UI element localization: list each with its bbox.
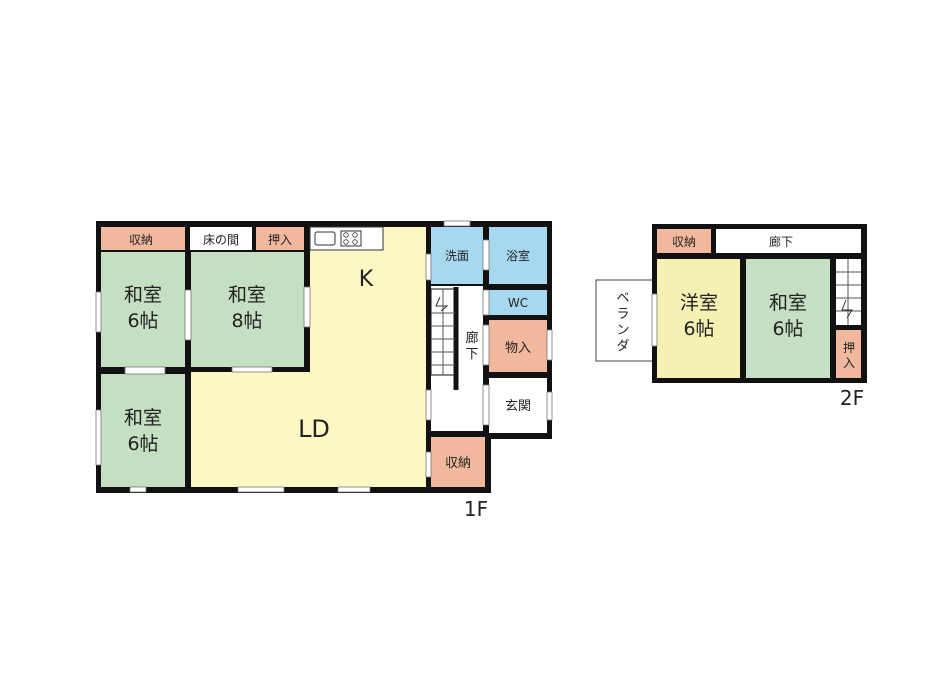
label-living-dining: LD (298, 415, 330, 443)
room-hallway-2f (716, 229, 861, 253)
room-storage-bottom (431, 437, 485, 487)
label-washitsu-2f-name: 和室 (769, 292, 807, 314)
label-storage-top-left: 収納 (129, 233, 153, 247)
room-kitchen (310, 227, 426, 372)
label-kitchen: K (359, 267, 374, 292)
label-storage-2f: 収納 (672, 235, 696, 249)
label-washitsu-tl-size: 6帖 (127, 310, 158, 332)
label-washitsu-tc-name: 和室 (228, 284, 266, 306)
label-veranda-1: ベ (616, 291, 629, 306)
label-senmen: 洗面 (445, 249, 469, 263)
room-tokonoma (190, 227, 252, 250)
room-wc (489, 290, 547, 315)
label-genkan: 玄関 (505, 399, 531, 414)
label-storage-bottom: 収納 (445, 456, 471, 471)
label-oshiire: 押入 (268, 233, 292, 247)
room-youshitsu (657, 259, 740, 378)
room-yokushitsu (489, 227, 547, 284)
label-oshiire-2f-1: 押 (843, 341, 855, 355)
label-washitsu-bl-size: 6帖 (127, 433, 158, 455)
room-storage-top-left (101, 227, 185, 250)
room-veranda (595, 279, 654, 362)
label-veranda-4: ダ (616, 339, 629, 354)
floor-2-label: 2F (840, 386, 864, 410)
floor-1-plan: 収納 床の間 押入 和室 6帖 和室 8帖 和室 6帖 K LD 洗面 浴室 W… (95, 220, 553, 521)
label-rouka-2: 下 (465, 347, 478, 362)
staircase-1f (430, 287, 459, 390)
room-washitsu-top-left (101, 252, 185, 367)
label-washitsu-2f-size: 6帖 (772, 318, 803, 340)
room-washitsu-2f (746, 259, 830, 378)
label-tokonoma: 床の間 (203, 233, 239, 247)
room-genkan (489, 378, 547, 433)
label-youshitsu-size: 6帖 (683, 318, 714, 340)
floor-2-plan: 収納 廊下 ベ ラ ン ダ 洋室 6帖 和室 6帖 押 入 2F (595, 224, 867, 410)
label-washitsu-tc-size: 8帖 (231, 310, 262, 332)
label-washitsu-bl-name: 和室 (124, 407, 162, 429)
room-washitsu-top-center (191, 252, 304, 367)
room-monoire (489, 320, 547, 372)
label-veranda-3: ン (616, 323, 629, 338)
label-washitsu-tl-name: 和室 (124, 284, 162, 306)
staircase-2f (836, 259, 861, 325)
windows-1f (95, 220, 553, 493)
label-hallway-2f: 廊下 (769, 234, 793, 249)
kitchen-counter (309, 226, 384, 251)
label-yokushitsu: 浴室 (506, 248, 530, 263)
doors-1f (124, 239, 490, 478)
label-monoire: 物入 (505, 341, 531, 356)
room-storage-2f (657, 229, 711, 253)
label-wc: WC (508, 296, 528, 310)
room-senmen (431, 227, 483, 284)
doors-2f (651, 293, 658, 347)
label-veranda-2: ラ (616, 307, 629, 322)
room-oshiire (256, 227, 304, 250)
label-youshitsu-name: 洋室 (680, 292, 718, 314)
room-oshiire-2f (836, 330, 861, 378)
label-oshiire-2f-2: 入 (843, 356, 855, 370)
floor-1-label: 1F (464, 497, 488, 521)
label-rouka-1: 廊 (465, 330, 478, 346)
room-living-dining (191, 372, 426, 487)
room-washitsu-bottom-left (101, 374, 185, 487)
